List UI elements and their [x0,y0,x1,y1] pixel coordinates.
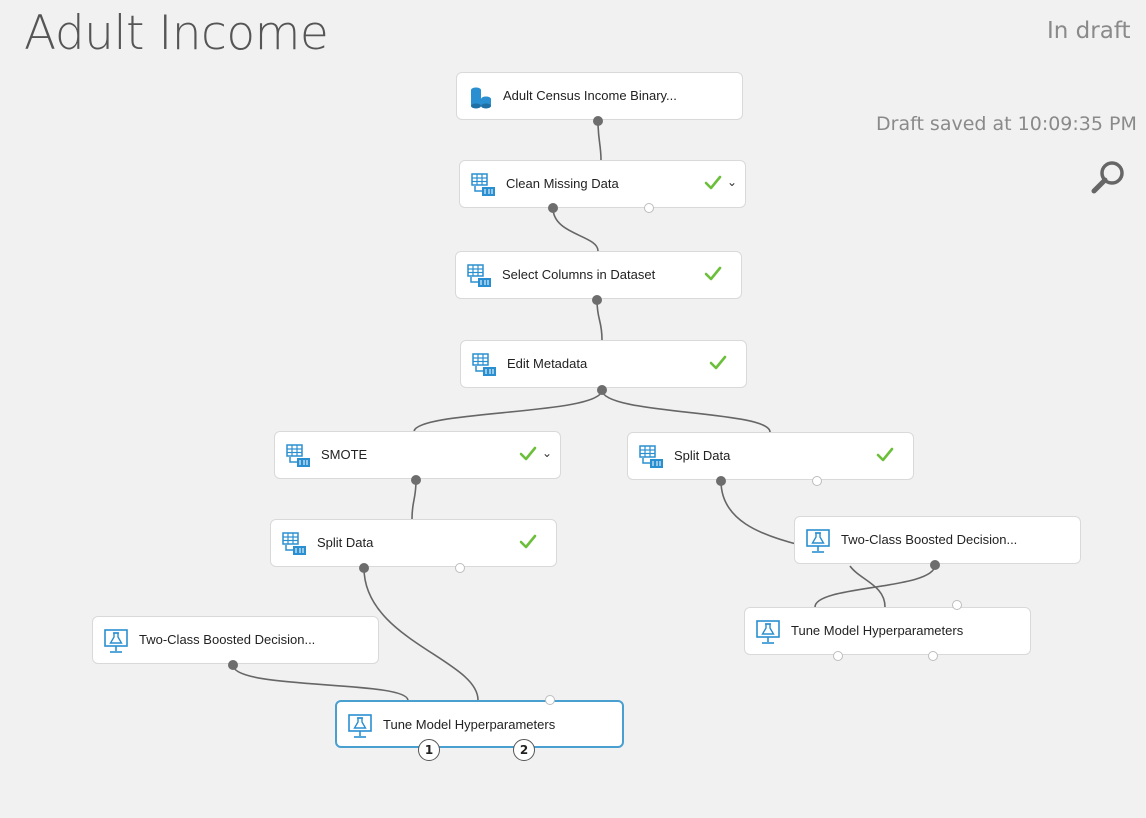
input-port[interactable] [545,695,555,705]
checkmark-icon [518,444,538,464]
output-port[interactable] [930,560,940,570]
output-port[interactable] [592,295,602,305]
model-flask-icon [755,619,781,645]
module-label: Two-Class Boosted Decision... [841,532,1018,547]
dataset-icon [467,84,493,110]
connection-wire [363,567,479,701]
module-label: Select Columns in Dataset [502,267,656,282]
module-tune-left[interactable]: Tune Model Hyperparameters [335,700,624,748]
output-port-badge[interactable]: 1 [418,739,440,761]
checkmark-icon [875,445,895,465]
module-label: Split Data [317,535,374,550]
connection-wire [411,479,417,520]
table-transform-icon [471,352,497,378]
checkmark-icon [703,264,723,284]
module-split-left[interactable]: Split Data [270,519,557,567]
module-adult-census[interactable]: Adult Census Income Binary... [456,72,743,120]
connection-wire [601,389,771,433]
input-port[interactable] [644,203,654,213]
connection-wire [849,565,886,608]
module-tune-right[interactable]: Tune Model Hyperparameters [744,607,1031,655]
module-label: Clean Missing Data [506,176,619,191]
module-label: SMOTE [321,447,368,462]
connection-wire [596,299,603,341]
module-boosted-right[interactable]: Two-Class Boosted Decision... [794,516,1081,564]
output-port[interactable] [548,203,558,213]
module-label: Adult Census Income Binary... [503,88,677,103]
connection-wire [232,664,409,701]
output-port[interactable] [716,476,726,486]
draft-saved-timestamp: Draft saved at 10:09:35 PM [876,113,1137,135]
connection-wire [597,120,602,161]
model-flask-icon [347,713,373,739]
chevron-down-icon[interactable]: ⌄ [542,446,553,460]
checkmark-icon [708,353,728,373]
module-label: Edit Metadata [507,356,588,371]
magnifier-icon[interactable] [1088,158,1128,198]
input-port[interactable] [928,651,938,661]
table-transform-icon [470,172,496,198]
chevron-down-icon[interactable]: ⌄ [727,175,738,189]
output-port[interactable] [228,660,238,670]
module-select-columns[interactable]: Select Columns in Dataset [455,251,742,299]
table-transform-icon [281,531,307,557]
output-port[interactable] [359,563,369,573]
connection-wire [814,564,936,608]
draft-status: In draft [1047,18,1131,44]
module-label: Two-Class Boosted Decision... [139,632,316,647]
model-flask-icon [103,628,129,654]
input-port[interactable] [455,563,465,573]
output-port[interactable] [411,475,421,485]
table-transform-icon [638,444,664,470]
input-port[interactable] [833,651,843,661]
input-port[interactable] [952,600,962,610]
module-label: Split Data [674,448,731,463]
output-port[interactable] [597,385,607,395]
checkmark-icon [518,532,538,552]
connection-wire [552,207,599,252]
table-transform-icon [466,263,492,289]
module-smote[interactable]: SMOTE ⌄ [274,431,561,479]
model-flask-icon [805,528,831,554]
checkmark-icon [703,173,723,193]
experiment-title: Adult Income [24,6,329,61]
module-label: Tune Model Hyperparameters [791,623,964,638]
output-port[interactable] [593,116,603,126]
module-edit-metadata[interactable]: Edit Metadata [460,340,747,388]
output-port-badge[interactable]: 2 [513,739,535,761]
input-port[interactable] [812,476,822,486]
connection-wire [413,389,603,432]
connection-wire [720,480,801,546]
module-clean-missing[interactable]: Clean Missing Data ⌄ [459,160,746,208]
module-boosted-left[interactable]: Two-Class Boosted Decision... [92,616,379,664]
module-label: Tune Model Hyperparameters [383,717,556,732]
table-transform-icon [285,443,311,469]
module-split-right[interactable]: Split Data [627,432,914,480]
